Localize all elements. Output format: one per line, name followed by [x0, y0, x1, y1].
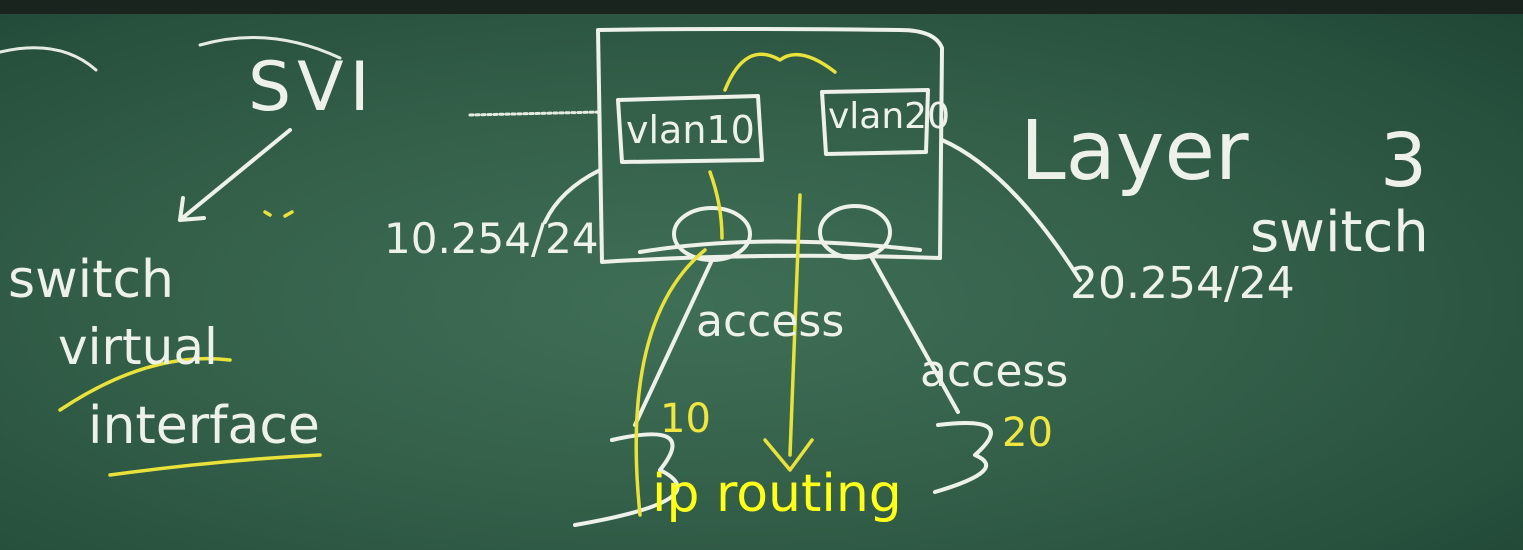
svi-arrow-head [178, 196, 206, 222]
faint-arc-left [0, 46, 98, 72]
left-ip-line [543, 168, 602, 224]
host-right [933, 421, 993, 494]
port-left [672, 206, 752, 262]
switch-box [596, 27, 944, 264]
switch-backbone [638, 239, 922, 254]
svi-label: SVI [248, 48, 376, 127]
yellow-down-arrow [763, 438, 814, 472]
svi-dashed-line [468, 110, 602, 117]
faint-arc-svi [198, 35, 342, 60]
yellow-dots [263, 210, 294, 218]
virtual-word: virtual [58, 318, 218, 376]
vlan20-label: vlan20 [828, 96, 950, 137]
left-ip-label: 10.254/24 [384, 214, 599, 263]
vlan-number-right: 20 [1002, 410, 1053, 456]
vlan-number-left: 10 [660, 396, 711, 442]
yellow-underline-interface [108, 453, 322, 477]
vlan20-box [820, 88, 930, 156]
right-ip-label: 20.254/24 [1070, 258, 1295, 309]
access-line-left [633, 258, 714, 427]
yellow-vlan-to-port [708, 170, 724, 240]
access-line-right [870, 256, 960, 414]
right-ip-line [940, 138, 1082, 282]
caption-ip-routing: ip routing [652, 464, 902, 524]
interface-word: interface [88, 396, 320, 456]
switch-word-right: switch [1250, 200, 1429, 265]
switch-word-left: switch [8, 250, 175, 310]
svi-arrow-shaft [178, 128, 292, 222]
yellow-curve-left [634, 248, 707, 517]
vlan10-box [616, 94, 764, 164]
access-left-label: access [696, 296, 845, 347]
yellow-loop-top [723, 52, 837, 92]
access-right-label: access [920, 346, 1069, 397]
port-right [818, 204, 892, 260]
layer-number: 3 [1380, 118, 1428, 204]
vlan10-label: vlan10 [626, 108, 755, 152]
layer-word: Layer [1020, 104, 1249, 199]
board-top-edge [0, 0, 1523, 14]
yellow-down-line [788, 193, 802, 457]
yellow-underline-virtual [58, 356, 232, 412]
